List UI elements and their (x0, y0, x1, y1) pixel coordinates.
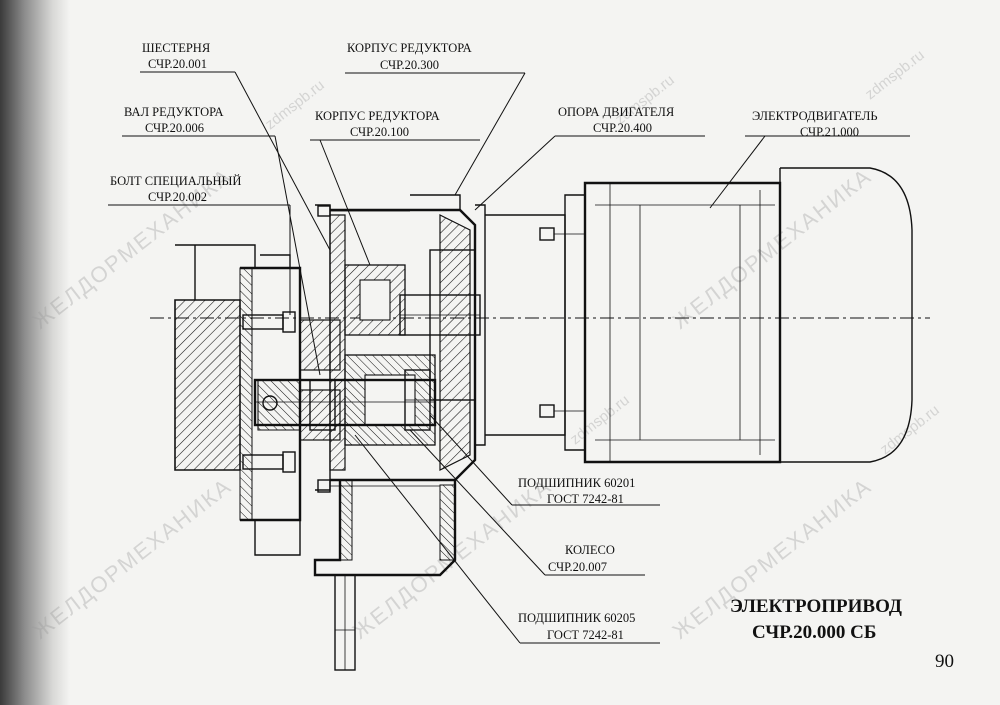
watermark-site: zdmspb.ru (612, 72, 678, 129)
watermark-company: ЖЕЛДОРМЕХАНИКА (668, 473, 877, 644)
book-spine-shadow (0, 0, 70, 705)
gear-train (253, 264, 481, 446)
label-shaft-code: СЧР.20.006 (145, 121, 204, 135)
label-housing-mid-code: СЧР.20.100 (350, 125, 409, 139)
watermark-site: zdmspb.ru (262, 77, 328, 134)
label-wheel-code: СЧР.20.007 (548, 560, 607, 574)
label-gear-code: СЧР.20.001 (148, 57, 207, 71)
gear-housing (313, 194, 477, 671)
label-bearing1-name: ПОДШИПНИК 60201 (518, 476, 635, 490)
label-motor-name: ЭЛЕКТРОДВИГАТЕЛЬ (752, 109, 878, 123)
left-coupling (174, 244, 302, 556)
label-bolt-code: СЧР.20.002 (148, 190, 207, 204)
label-housing-top-code: СЧР.20.300 (380, 58, 439, 72)
leader-lines (108, 71, 910, 644)
watermark-company: ЖЕЛДОРМЕХАНИКА (668, 163, 877, 334)
label-motor-support-name: ОПОРА ДВИГАТЕЛЯ (558, 105, 674, 119)
label-shaft-name: ВАЛ РЕДУКТОРА (124, 105, 224, 119)
label-housing-top-name: КОРПУС РЕДУКТОРА (347, 41, 472, 55)
label-motor-code: СЧР.21.000 (800, 125, 859, 139)
page-number: 90 (935, 651, 954, 672)
title-block: ЭЛЕКТРОПРИВОД СЧР.20.000 СБ (730, 596, 902, 643)
drawing-title: ЭЛЕКТРОПРИВОД (730, 596, 902, 617)
label-bearing2-name: ПОДШИПНИК 60205 (518, 611, 635, 625)
label-wheel-name: КОЛЕСО (565, 543, 615, 557)
label-gear-name: ШЕСТЕРНЯ (142, 41, 210, 55)
part-labels: ШЕСТЕРНЯ СЧР.20.001 ВАЛ РЕДУКТОРА СЧР.20… (110, 41, 878, 642)
electric-motor (150, 167, 930, 464)
watermark-site: zdmspb.ru (877, 402, 943, 459)
watermark-site: zdmspb.ru (862, 47, 928, 104)
label-bolt-name: БОЛТ СПЕЦИАЛЬНЫЙ (110, 174, 241, 188)
watermark-company: ЖЕЛДОРМЕХАНИКА (28, 473, 237, 644)
drawing-code: СЧР.20.000 СБ (752, 622, 876, 643)
label-housing-mid-name: КОРПУС РЕДУКТОРА (315, 109, 440, 123)
label-motor-support-code: СЧР.20.400 (593, 121, 652, 135)
label-bearing2-code: ГОСТ 7242-81 (547, 628, 624, 642)
label-bearing1-code: ГОСТ 7242-81 (547, 492, 624, 506)
